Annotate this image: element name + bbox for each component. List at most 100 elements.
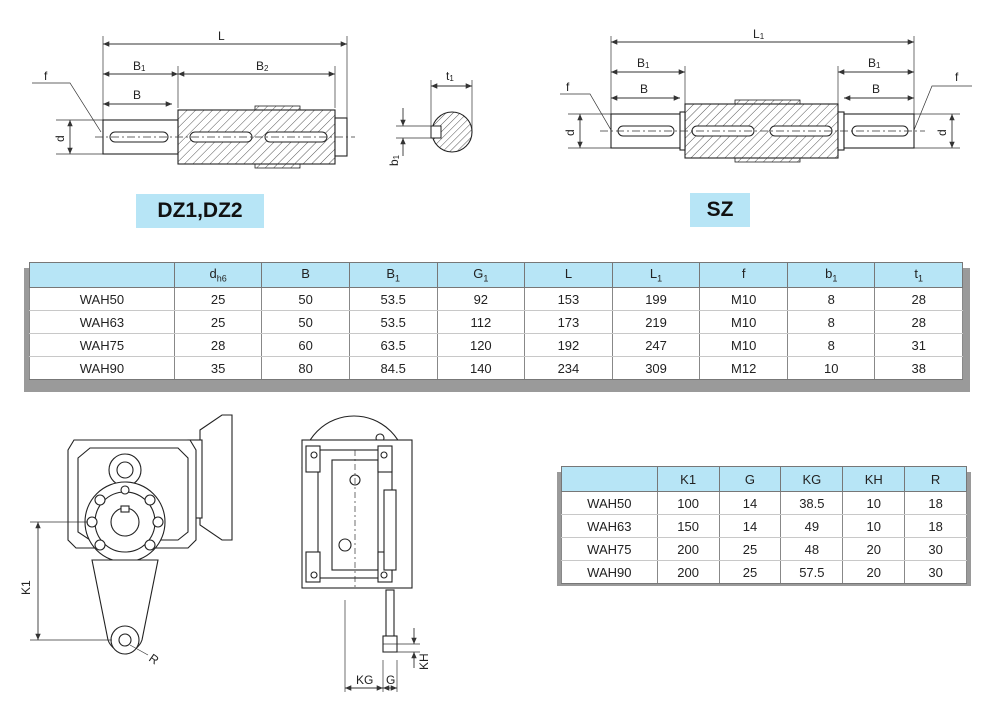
- cell: WAH50: [561, 491, 658, 515]
- dim-B: B: [133, 88, 141, 102]
- dim-G: G: [386, 673, 395, 687]
- cell: 140: [436, 356, 526, 380]
- t1-h: G1: [436, 262, 526, 288]
- cell: 28: [874, 310, 963, 334]
- cell: 63.5: [348, 333, 438, 357]
- cell: 120: [436, 333, 526, 357]
- cell: 25: [173, 310, 263, 334]
- cell: 153: [524, 287, 613, 311]
- cell: 18: [904, 491, 967, 515]
- cell: 309: [611, 356, 701, 380]
- cell: 53.5: [348, 287, 438, 311]
- t2-h: [561, 466, 658, 492]
- cell: 30: [904, 537, 967, 561]
- cell: 30: [904, 560, 967, 584]
- t2-h: KG: [780, 466, 844, 492]
- cell: WAH63: [29, 310, 175, 334]
- cell: M12: [699, 356, 789, 380]
- cell: 14: [718, 514, 782, 538]
- dim-f-right: f: [955, 70, 959, 84]
- t2-h: R: [904, 466, 967, 492]
- dim-d: d: [53, 135, 67, 142]
- cell: 31: [874, 333, 963, 357]
- t1-h: B: [261, 262, 350, 288]
- cell: M10: [699, 333, 789, 357]
- cell: WAH90: [561, 560, 658, 584]
- dim-d-right: d: [935, 129, 949, 136]
- cell: 92: [436, 287, 526, 311]
- dim-B2: B2: [256, 59, 269, 73]
- t1-h: [29, 262, 175, 288]
- cell: 28: [173, 333, 263, 357]
- t1-h: f: [699, 262, 789, 288]
- dim-B-left: B: [640, 82, 648, 96]
- torque-arm-front-view: K1 R: [19, 414, 233, 668]
- cell: 28: [874, 287, 963, 311]
- dim-B1: B1: [133, 59, 146, 73]
- dim-f: f: [44, 69, 48, 83]
- cell: 199: [611, 287, 701, 311]
- cell: 234: [524, 356, 613, 380]
- dz-shaft-drawing: L B1 B2 B f d: [32, 29, 355, 169]
- table1-header-row: dh6 B B1 G1 L L1 f b1 t1: [29, 262, 963, 288]
- t2-h: G: [718, 466, 782, 492]
- cell: 80: [261, 356, 350, 380]
- cell: 100: [656, 491, 720, 515]
- cell: 25: [173, 287, 263, 311]
- cell: WAH75: [29, 333, 175, 357]
- dim-b1: b1: [387, 154, 401, 166]
- t1-h: dh6: [173, 262, 263, 288]
- t2-h: KH: [842, 466, 906, 492]
- dim-R: R: [146, 651, 161, 668]
- cell: 25: [718, 560, 782, 584]
- cell: 173: [524, 310, 613, 334]
- table2-header-row: K1 G KG KH R: [561, 466, 967, 492]
- cell: WAH75: [561, 537, 658, 561]
- cell: 20: [842, 560, 906, 584]
- cell: 57.5: [780, 560, 844, 584]
- cell: 112: [436, 310, 526, 334]
- cell: 49: [780, 514, 844, 538]
- dim-KH: KH: [417, 653, 431, 670]
- keyway-section-drawing: t1 b1: [387, 69, 473, 166]
- dim-KG: KG: [356, 673, 373, 687]
- cell: 53.5: [348, 310, 438, 334]
- cell: 8: [787, 287, 876, 311]
- cell: 60: [261, 333, 350, 357]
- dim-K1: K1: [19, 580, 33, 595]
- sz-label: SZ: [690, 193, 750, 227]
- cell: WAH50: [29, 287, 175, 311]
- cell: 200: [656, 537, 720, 561]
- cell: 10: [842, 514, 906, 538]
- cell: 38.5: [780, 491, 844, 515]
- t1-h: b1: [787, 262, 876, 288]
- cell: 20: [842, 537, 906, 561]
- cell: 38: [874, 356, 963, 380]
- cell: 48: [780, 537, 844, 561]
- cell: 10: [787, 356, 876, 380]
- t1-h: L: [524, 262, 613, 288]
- cell: WAH90: [29, 356, 175, 380]
- cell: 25: [718, 537, 782, 561]
- dz-label: DZ1,DZ2: [136, 194, 264, 228]
- dim-L1: L1: [753, 27, 765, 41]
- t1-h: L1: [611, 262, 701, 288]
- cell: 200: [656, 560, 720, 584]
- t1-h: B1: [348, 262, 438, 288]
- cell: 14: [718, 491, 782, 515]
- cell: 219: [611, 310, 701, 334]
- torque-arm-side-view: KH KG G: [301, 415, 431, 692]
- cell: 35: [173, 356, 263, 380]
- dim-L: L: [218, 29, 225, 43]
- cell: 84.5: [348, 356, 438, 380]
- dim-f-left: f: [566, 80, 570, 94]
